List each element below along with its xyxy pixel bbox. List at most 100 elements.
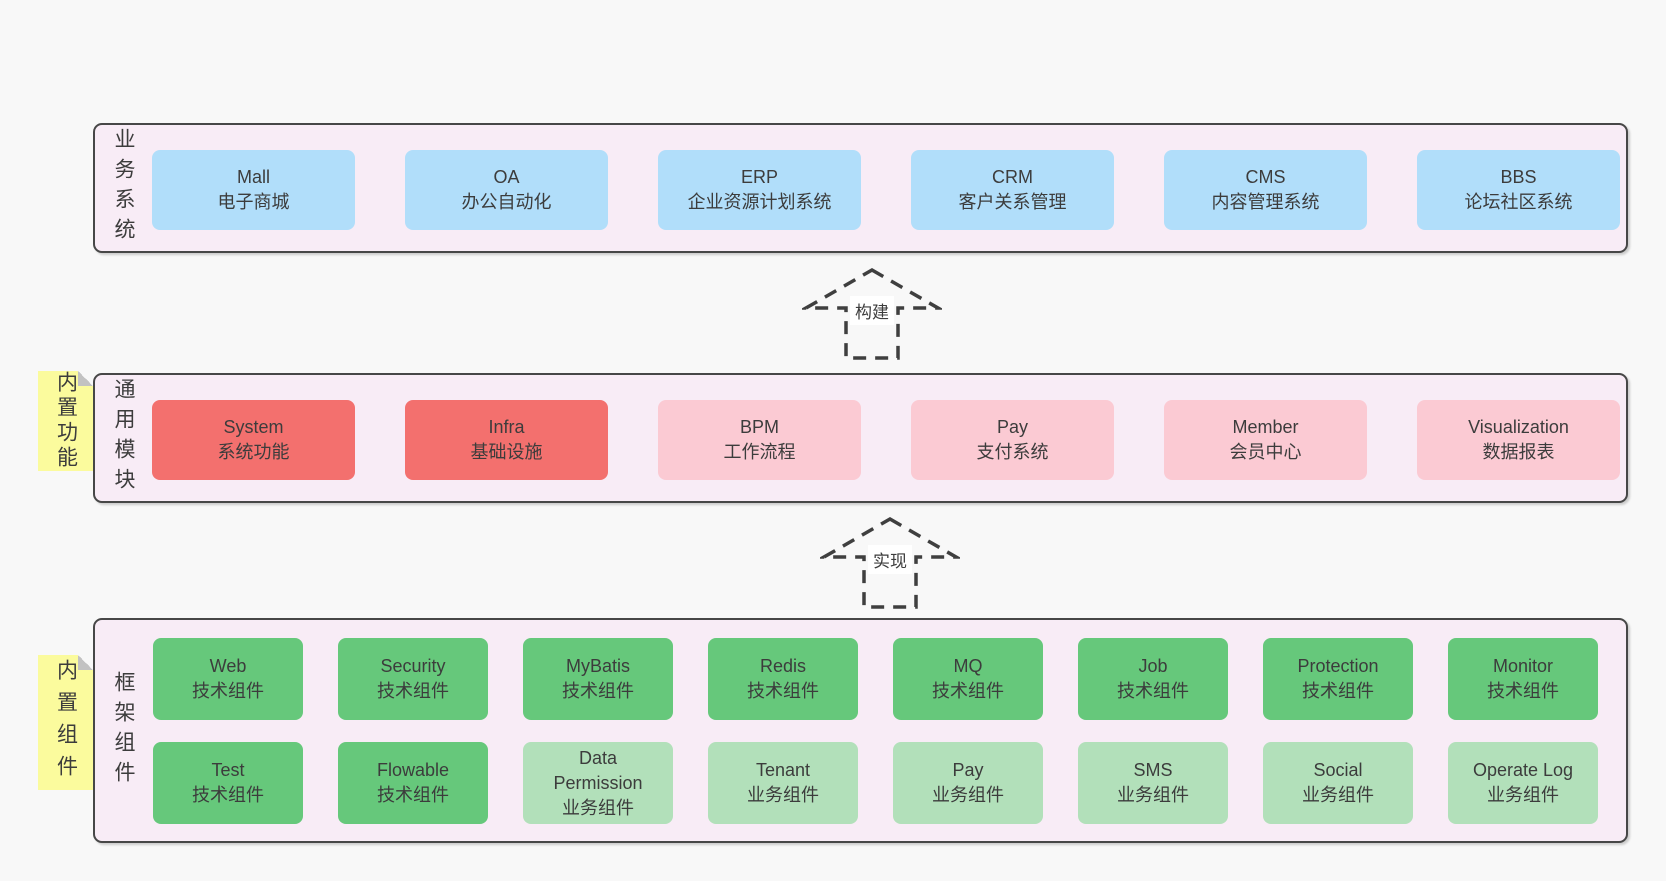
box-subtitle: 工作流程 — [723, 442, 796, 462]
box-subtitle: 技术组件 — [192, 785, 264, 805]
box-subtitle: 企业资源计划系统 — [687, 192, 832, 212]
box-subtitle: 客户关系管理 — [958, 192, 1067, 212]
box-subtitle: 技术组件 — [562, 681, 634, 701]
box-title: Pay — [952, 760, 984, 780]
box-subtitle: 内容管理系统 — [1211, 192, 1320, 212]
box-subtitle: 技术组件 — [932, 681, 1004, 701]
box-subtitle: 支付系统 — [976, 442, 1049, 462]
layer-common-modules: 通用模块 System 系统功能 Infra 基础设施 BPM 工作流程 Pay 支付系统 Me… — [93, 373, 1628, 503]
box-subtitle: 技术组件 — [1487, 681, 1559, 701]
box-title: CMS — [1245, 167, 1286, 187]
box-infra: Infra 基础设施 — [405, 400, 608, 480]
box-subtitle: 业务组件 — [1117, 785, 1189, 805]
box-protection: Protection 技术组件 — [1263, 638, 1413, 720]
box-subtitle: 业务组件 — [1487, 785, 1559, 805]
box-subtitle: 业务组件 — [1302, 785, 1374, 805]
box-title: Web — [209, 656, 247, 676]
box-mq: MQ 技术组件 — [893, 638, 1043, 720]
box-subtitle: 系统功能 — [217, 442, 290, 462]
box-subtitle: 业务组件 — [562, 797, 634, 818]
box-mall: Mall 电子商城 — [152, 150, 355, 230]
box-cms: CMS 内容管理系统 — [1164, 150, 1367, 230]
box-sms: SMS 业务组件 — [1078, 742, 1228, 824]
box-crm: CRM 客户关系管理 — [911, 150, 1114, 230]
build-arrow-label: 构建 — [850, 296, 894, 325]
box-title: MyBatis — [565, 656, 630, 676]
box-social: Social 业务组件 — [1263, 742, 1413, 824]
folded-corner-icon — [78, 371, 93, 386]
box-title: Monitor — [1492, 656, 1554, 676]
box-title: Member — [1232, 417, 1299, 437]
note-text: 内置功能 — [54, 371, 78, 471]
box-subtitle: 办公自动化 — [461, 192, 552, 212]
box-title: Redis — [759, 656, 807, 676]
box-title: Protection — [1297, 656, 1379, 676]
box-subtitle: 技术组件 — [1302, 681, 1374, 701]
box-title: Infra — [488, 417, 525, 437]
implement-arrow: 实现 — [820, 515, 960, 610]
box-title: Tenant — [755, 760, 811, 780]
layer-business-systems: 业务系统 Mall 电子商城 OA 办公自动化 ERP 企业资源计划系统 CRM 客户关系管理… — [93, 123, 1628, 253]
box-subtitle: 业务组件 — [932, 785, 1004, 805]
box-web: Web 技术组件 — [153, 638, 303, 720]
box-title: Security — [380, 656, 446, 676]
box-title: ERP — [740, 167, 778, 187]
box-title: Mall — [236, 167, 270, 187]
box-visualization: Visualization 数据报表 — [1417, 400, 1620, 480]
box-member: Member 会员中心 — [1164, 400, 1367, 480]
layer-label-business: 业务系统 — [112, 128, 135, 248]
box-title: OA — [493, 167, 520, 187]
box-subtitle: 基础设施 — [470, 442, 543, 462]
box-title: Flowable — [376, 760, 450, 780]
box-mybatis: MyBatis 技术组件 — [523, 638, 673, 720]
box-subtitle: 会员中心 — [1229, 442, 1302, 462]
box-title: MQ — [953, 656, 983, 676]
box-system: System 系统功能 — [152, 400, 355, 480]
box-erp: ERP 企业资源计划系统 — [658, 150, 861, 230]
box-bbs: BBS 论坛社区系统 — [1417, 150, 1620, 230]
box-test: Test 技术组件 — [153, 742, 303, 824]
box-title: BBS — [1500, 167, 1537, 187]
box-title: Pay — [996, 417, 1029, 437]
box-title: System — [223, 417, 284, 437]
modules-box-row: System 系统功能 Infra 基础设施 BPM 工作流程 Pay 支付系统 Member 会… — [152, 400, 1620, 480]
box-oa: OA 办公自动化 — [405, 150, 608, 230]
layer-label-framework: 框架组件 — [112, 670, 135, 791]
sticky-note-builtin-features: 内置功能 — [38, 371, 93, 471]
box-tenant: Tenant 业务组件 — [708, 742, 858, 824]
box-title: Visualization — [1468, 417, 1569, 437]
box-subtitle: 论坛社区系统 — [1464, 192, 1573, 212]
box-title: Social — [1313, 760, 1363, 780]
box-title: Job — [1138, 656, 1168, 676]
business-box-row: Mall 电子商城 OA 办公自动化 ERP 企业资源计划系统 CRM 客户关系管理 CMS 内容… — [152, 150, 1620, 230]
box-pay: Pay 业务组件 — [893, 742, 1043, 824]
box-pay: Pay 支付系统 — [911, 400, 1114, 480]
box-subtitle: 电子商城 — [217, 192, 290, 212]
sticky-note-builtin-components: 内置组件 — [38, 655, 93, 790]
box-bpm: BPM 工作流程 — [658, 400, 861, 480]
box-subtitle: 技术组件 — [747, 681, 819, 701]
box-subtitle: 数据报表 — [1482, 442, 1555, 462]
box-title: BPM — [739, 417, 779, 437]
box-data-permission: Data Permission 业务组件 — [523, 742, 673, 824]
layer-label-modules: 通用模块 — [112, 378, 135, 498]
box-operate-log: Operate Log 业务组件 — [1448, 742, 1598, 824]
box-title: Operate Log — [1472, 760, 1574, 780]
build-arrow: 构建 — [802, 266, 942, 361]
note-text: 内置组件 — [54, 658, 78, 787]
box-monitor: Monitor 技术组件 — [1448, 638, 1598, 720]
box-title: Test — [211, 760, 245, 780]
box-subtitle: 技术组件 — [192, 681, 264, 701]
box-redis: Redis 技术组件 — [708, 638, 858, 720]
box-title: SMS — [1133, 760, 1173, 780]
box-subtitle: 业务组件 — [747, 785, 819, 805]
box-title: CRM — [992, 167, 1033, 187]
box-title: Data Permission — [553, 747, 643, 793]
